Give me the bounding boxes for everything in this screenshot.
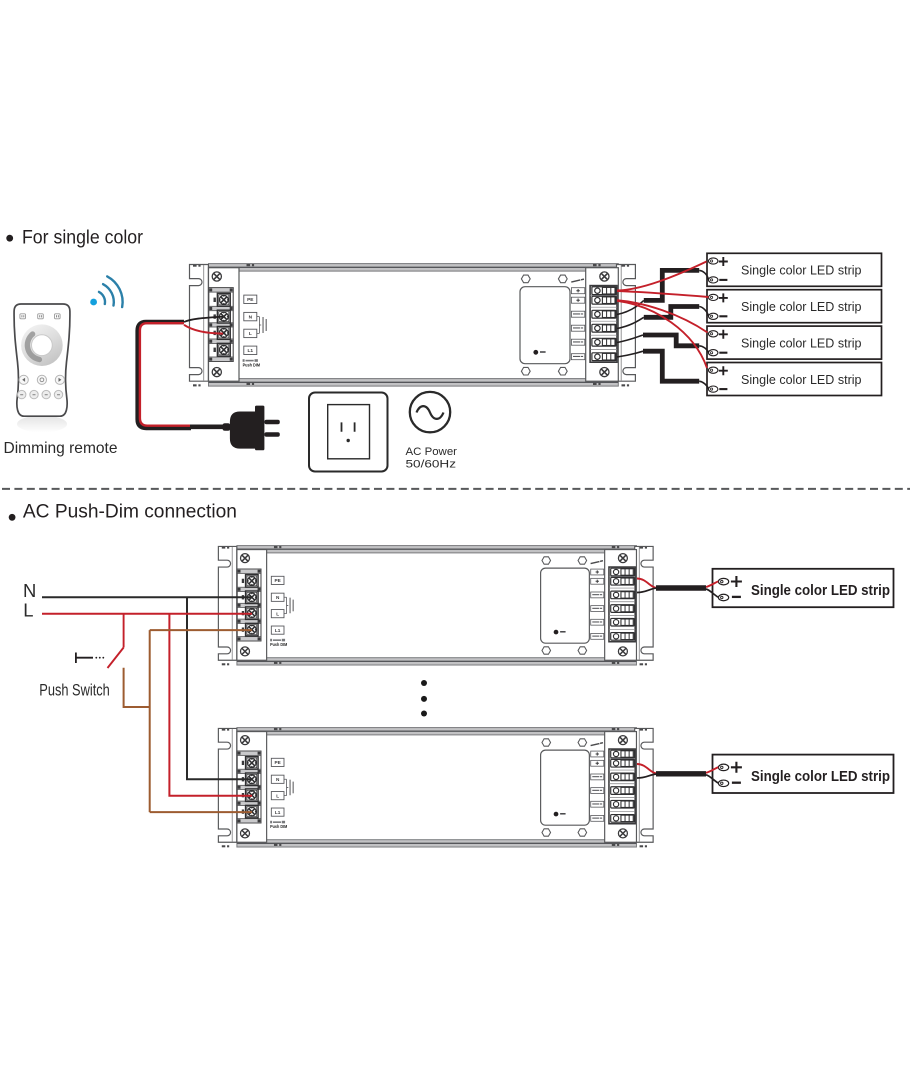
svg-text:50/60Hz: 50/60Hz <box>406 458 457 470</box>
svg-text:L: L <box>23 600 33 621</box>
svg-text:N: N <box>23 580 36 601</box>
svg-text:Dimming remote: Dimming remote <box>4 440 118 457</box>
svg-text:AC Power: AC Power <box>406 446 458 458</box>
svg-text:AC Push-Dim connection: AC Push-Dim connection <box>23 501 237 522</box>
svg-text:For single color: For single color <box>22 227 143 249</box>
svg-text:Push Switch: Push Switch <box>39 681 110 699</box>
